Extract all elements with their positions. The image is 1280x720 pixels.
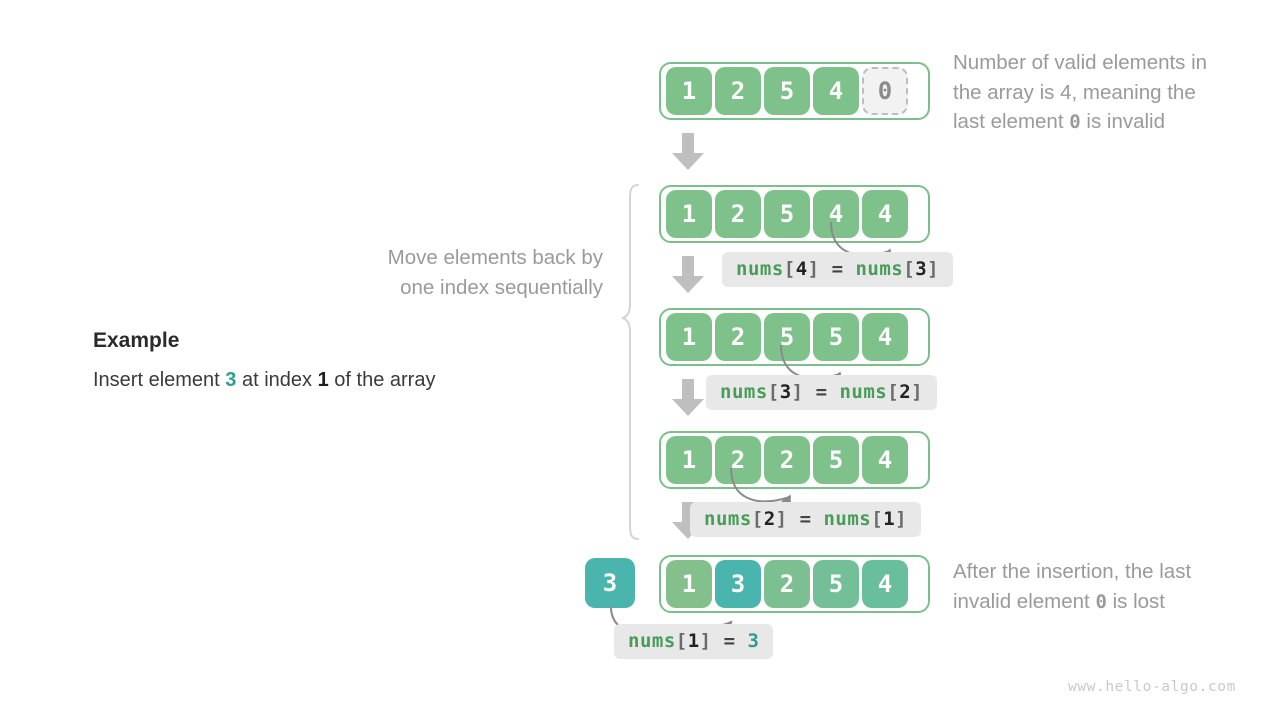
- example-description: Insert element 3 at index 1 of the array: [93, 369, 435, 392]
- annotation-bottom-right-mono-zero: 0: [1095, 590, 1107, 613]
- code-index: 2: [763, 508, 776, 530]
- example-title: Example: [93, 329, 180, 352]
- annotation-middle-left-line1: Move elements back by: [387, 246, 603, 269]
- array-cell: 1: [666, 313, 712, 361]
- array-cell: 5: [813, 560, 859, 608]
- array-cell: 4: [862, 436, 908, 484]
- array-initial: 1 2 5 4 0: [659, 62, 930, 120]
- code-fn: nums: [839, 381, 888, 403]
- array-cell: 2: [715, 436, 761, 484]
- code-bracket: ]: [791, 381, 804, 403]
- annotation-top-right-line3b: is invalid: [1080, 110, 1165, 134]
- code-bracket: ]: [699, 630, 712, 652]
- code-fn: nums: [720, 381, 768, 403]
- code-bracket: [: [751, 508, 764, 530]
- array-cell: 5: [813, 313, 859, 361]
- code-bracket: ]: [895, 508, 908, 530]
- code-operator: =: [831, 258, 844, 280]
- annotation-top-right: Number of valid elements in the array is…: [953, 48, 1263, 137]
- array-cell: 1: [666, 560, 712, 608]
- annotation-top-right-mono-zero: 0: [1069, 111, 1081, 134]
- code-bracket: [: [903, 258, 916, 280]
- watermark: www.hello-algo.com: [1068, 679, 1236, 695]
- array-cell: 2: [715, 190, 761, 238]
- array-cell: 4: [862, 560, 908, 608]
- down-arrow-icon: [671, 379, 705, 417]
- code-fn: nums: [736, 258, 784, 280]
- array-cell: 5: [764, 190, 810, 238]
- code-bracket: [: [783, 258, 796, 280]
- example-desc-prefix: Insert element: [93, 369, 226, 391]
- code-fn: nums: [704, 508, 752, 530]
- array-cell-inserted: 3: [715, 560, 761, 608]
- insert-element-box: 3: [585, 558, 635, 608]
- array-cell: 2: [715, 313, 761, 361]
- code-bracket: [: [767, 381, 780, 403]
- code-index: 3: [779, 381, 792, 403]
- array-final: 1 3 2 5 4: [659, 555, 930, 613]
- array-cell: 4: [862, 190, 908, 238]
- annotation-bottom-right: After the insertion, the last invalid el…: [953, 557, 1263, 616]
- annotation-middle-left-line2: one index sequentially: [400, 275, 603, 299]
- annotation-bottom-right-line1: After the insertion, the last: [953, 560, 1192, 583]
- code-bracket: [: [675, 630, 688, 652]
- code-label-step1: nums[4] = nums[3]: [722, 252, 954, 287]
- code-fn: nums: [628, 630, 676, 652]
- array-step2: 1 2 5 5 4: [659, 308, 930, 366]
- code-index: 1: [883, 508, 896, 530]
- array-cell: 5: [813, 436, 859, 484]
- annotation-top-right-line1: Number of valid elements in: [953, 51, 1208, 74]
- code-bracket: ]: [807, 258, 820, 280]
- example-desc-index: 1: [317, 369, 329, 391]
- code-index: 3: [915, 258, 928, 280]
- array-cell: 4: [813, 190, 859, 238]
- array-cell: 4: [862, 313, 908, 361]
- example-desc-suffix: of the array: [328, 369, 436, 391]
- array-cell: 1: [666, 67, 712, 115]
- code-operator: =: [723, 630, 736, 652]
- annotation-middle-left: Move elements back by one index sequenti…: [300, 243, 603, 302]
- code-operator: =: [799, 508, 812, 530]
- annotation-top-right-line2: the array is 4, meaning the: [953, 80, 1196, 104]
- array-cell: 5: [764, 313, 810, 361]
- array-cell: 2: [764, 560, 810, 608]
- array-cell: 5: [764, 67, 810, 115]
- example-desc-value: 3: [225, 369, 237, 391]
- annotation-bottom-right-line2a: invalid element: [953, 589, 1096, 613]
- array-cell: 4: [813, 67, 859, 115]
- code-label-step3: nums[2] = nums[1]: [690, 502, 922, 537]
- array-cell: 2: [715, 67, 761, 115]
- array-cell: 2: [764, 436, 810, 484]
- array-cell-invalid: 0: [862, 67, 908, 115]
- group-brace: [618, 182, 644, 547]
- down-arrow-icon: [671, 133, 705, 171]
- array-step3: 1 2 2 5 4: [659, 431, 930, 489]
- code-index: 2: [899, 381, 912, 403]
- code-bracket: ]: [775, 508, 788, 530]
- code-index: 1: [687, 630, 700, 652]
- array-step1: 1 2 5 4 4: [659, 185, 930, 243]
- code-label-step4: nums[1] = 3: [614, 624, 774, 659]
- annotation-bottom-right-line2b: is lost: [1106, 589, 1166, 613]
- code-bracket: ]: [911, 381, 924, 403]
- code-bracket: [: [871, 508, 884, 530]
- down-arrow-icon: [671, 256, 705, 294]
- example-desc-middle: at index: [236, 369, 318, 391]
- code-fn: nums: [855, 258, 904, 280]
- code-value: 3: [747, 630, 760, 652]
- annotation-top-right-line3a: last element: [953, 110, 1070, 134]
- array-cell: 1: [666, 190, 712, 238]
- code-bracket: ]: [927, 258, 940, 280]
- code-label-step2: nums[3] = nums[2]: [706, 375, 938, 410]
- code-bracket: [: [887, 381, 900, 403]
- code-fn: nums: [823, 508, 872, 530]
- code-index: 4: [795, 258, 808, 280]
- code-operator: =: [815, 381, 828, 403]
- array-cell: 1: [666, 436, 712, 484]
